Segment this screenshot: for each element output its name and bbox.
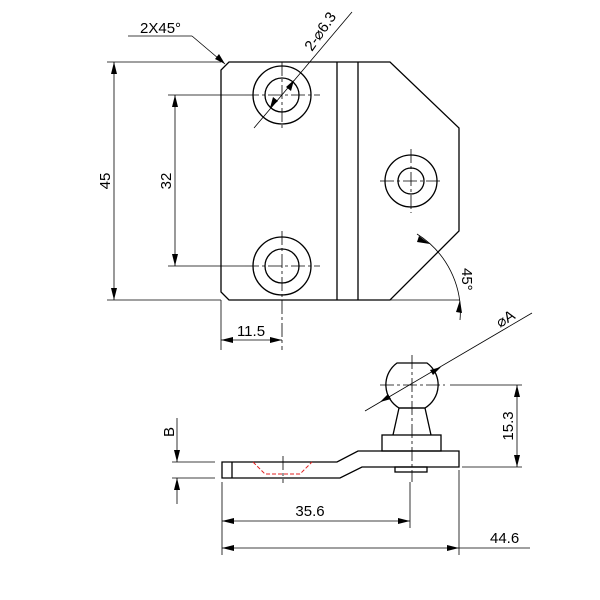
hole-offset-dimension: 11.5 [237, 323, 265, 340]
hole-diameter-note: 2-⌀6.3 [301, 9, 340, 54]
top-view: 45 32 11.5 2X45° 2-⌀6.3 45° [97, 9, 475, 350]
chamfer-note: 2X45° [140, 20, 181, 37]
height-dimension: 45 [97, 173, 114, 190]
overall-length-dimension: 44.6 [490, 530, 519, 547]
stud-rivet [394, 466, 428, 473]
hole-top-left [245, 62, 320, 130]
countersink-hidden [252, 461, 313, 475]
hole-right [380, 149, 443, 213]
ball-diameter-note: ⌀A [493, 307, 518, 332]
ball-stud [385, 362, 439, 409]
hole-spacing-dimension: 32 [158, 173, 175, 190]
ball-height-dimension: 15.3 [500, 411, 517, 440]
hole-bottom-left [245, 231, 320, 350]
side-view: ⌀A 15.3 B 35.6 44.6 [161, 307, 533, 555]
thickness-note: B [161, 427, 178, 437]
plate-profile [221, 450, 460, 479]
stud-base [381, 434, 442, 452]
angle-dimension: 45° [458, 268, 475, 291]
stud-position-dimension: 35.6 [295, 503, 324, 520]
bracket-outline [220, 61, 460, 301]
